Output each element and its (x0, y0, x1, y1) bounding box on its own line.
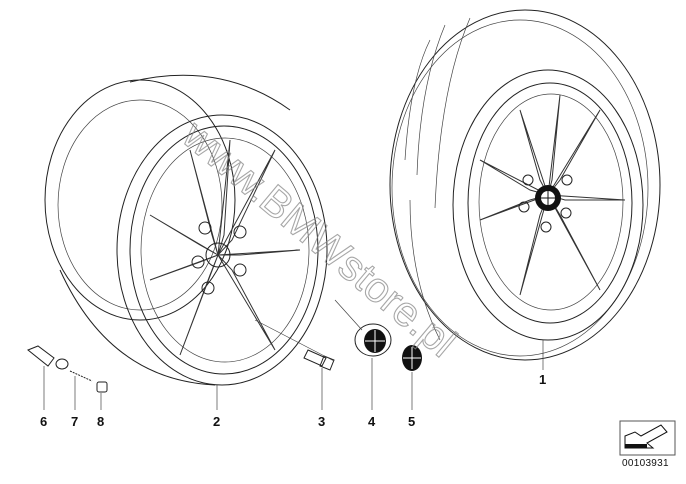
tire-wheel-icon (389, 9, 661, 361)
callout-6[interactable]: 6 (40, 414, 47, 429)
callout-7[interactable]: 7 (71, 414, 78, 429)
callout-4[interactable]: 4 (368, 414, 376, 429)
reference-number: 00103931 (622, 458, 669, 469)
valve-cap-icon (96, 381, 108, 393)
callout-5[interactable]: 5 (408, 414, 415, 429)
callout-1[interactable]: 1 (539, 372, 546, 387)
arrow-reference-icon (619, 420, 676, 456)
valve-core-icon (69, 370, 93, 382)
watermark: www.BMWstore.pl (173, 110, 465, 366)
wheel-bolt-icon (254, 319, 335, 371)
callout-2[interactable]: 2 (213, 414, 220, 429)
leader-lines (43, 340, 544, 410)
center-cap-icon (334, 299, 392, 357)
callout-3[interactable]: 3 (318, 414, 325, 429)
alloy-rim-icon (44, 74, 328, 386)
callout-8[interactable]: 8 (97, 414, 104, 429)
emblem-icon (402, 345, 422, 371)
valve-stem-icon (27, 345, 69, 370)
